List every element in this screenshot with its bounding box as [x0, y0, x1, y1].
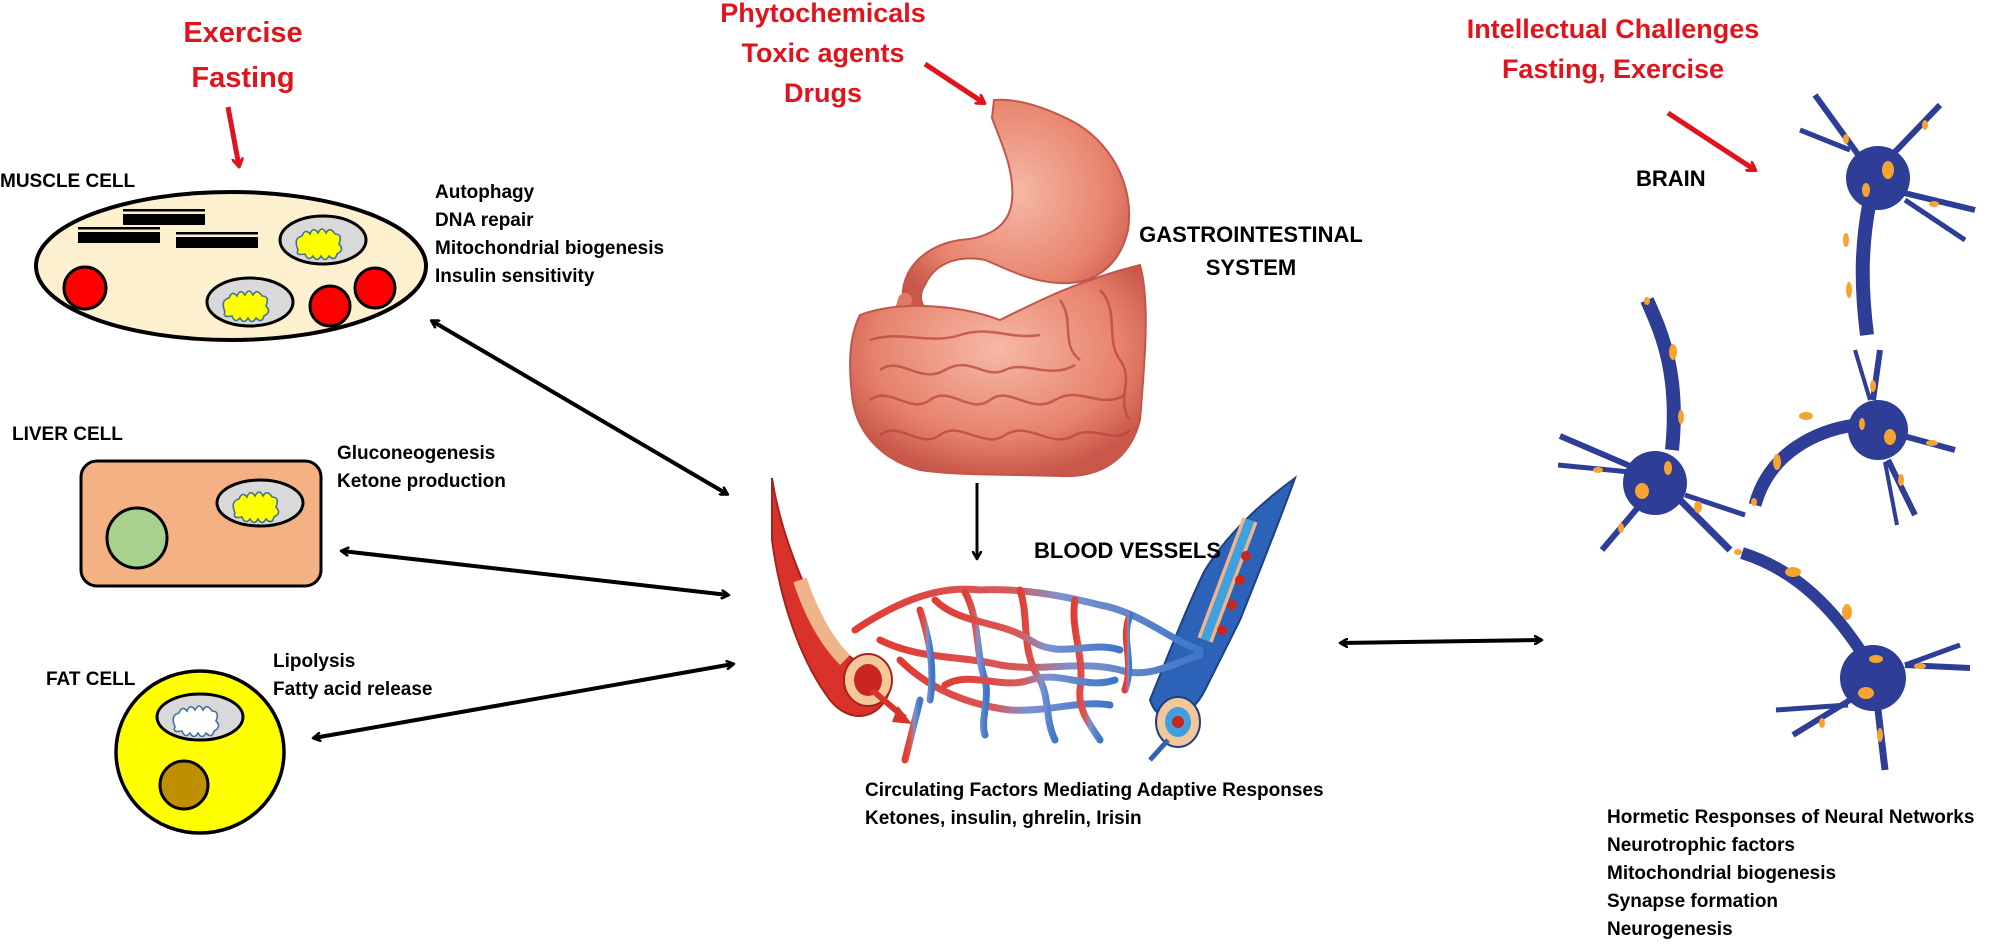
stimulus-arrow-gut: [923, 61, 984, 106]
factor-item: Circulating Factors Mediating Adaptive R…: [865, 780, 1324, 801]
arrow-blood-brain: [1341, 640, 1541, 643]
stimulus-arrow-brain: [1666, 110, 1755, 173]
muscle-cell-title: MUSCLE CELL: [0, 171, 136, 192]
stimulus-label: Exercise: [183, 17, 303, 49]
blood-vessels-illustration: [771, 475, 1298, 764]
response-item: Mitochondrial biogenesis: [435, 238, 665, 259]
liver-cell-title: LIVER CELL: [12, 424, 123, 445]
stimuli-muscle: Exercise Fasting: [183, 13, 302, 98]
myofibril-bars: [78, 209, 258, 248]
response-item: Ketone production: [337, 471, 506, 492]
arrow-fat-blood: [314, 664, 733, 738]
neuron: [1748, 349, 1956, 526]
response-item: Gluconeogenesis: [337, 443, 496, 464]
response-item: Hormetic Responses of Neural Networks: [1607, 807, 1975, 828]
response-item: Fatty acid release: [273, 679, 433, 700]
stimulus-label: Fasting, Exercise: [1501, 54, 1725, 84]
gastrointestinal-illustration: [849, 98, 1147, 478]
mitochondrion: [278, 214, 368, 266]
nucleus: [62, 265, 108, 311]
response-item: Neurogenesis: [1607, 919, 1733, 940]
fat-cell: [114, 669, 286, 835]
intestines: [849, 263, 1147, 478]
brain-responses: Hormetic Responses of Neural Networks Ne…: [1607, 804, 1974, 944]
stimulus-label: Phytochemicals: [720, 0, 926, 28]
nucleus: [353, 266, 397, 310]
blood-vessels-title: BLOOD VESSELS: [1034, 538, 1222, 563]
muscle-cell: [34, 190, 428, 342]
neuron-vesicles: [1593, 120, 1939, 742]
muscle-responses: Autophagy DNA repair Mitochondrial bioge…: [435, 179, 664, 291]
neuron: [1740, 547, 1971, 771]
brain-title: BRAIN: [1636, 166, 1706, 191]
gi-title-line2: SYSTEM: [1205, 255, 1297, 280]
arrow-muscle-blood: [432, 321, 727, 494]
arrow-liver-blood: [342, 551, 728, 595]
stimulus-label: Intellectual Challenges: [1466, 14, 1760, 44]
response-item: Neurotrophic factors: [1607, 835, 1795, 856]
fat-cell-title: FAT CELL: [46, 669, 136, 690]
response-item: Insulin sensitivity: [435, 266, 595, 287]
neural-network-illustration: [1557, 93, 1976, 771]
circulating-factors: Circulating Factors Mediating Adaptive R…: [865, 777, 1324, 833]
stimuli-brain: Intellectual Challenges Fasting, Exercis…: [1467, 9, 1760, 89]
nucleus: [308, 284, 352, 328]
liver-cell: [79, 459, 323, 588]
stimulus-label: Toxic agents: [741, 38, 905, 68]
response-item: DNA repair: [435, 210, 534, 231]
nucleus: [105, 506, 169, 570]
response-item: Lipolysis: [273, 651, 356, 672]
response-item: Synapse formation: [1607, 891, 1779, 912]
mitochondrion: [155, 692, 245, 742]
stimulus-label: Drugs: [783, 78, 862, 108]
liver-responses: Gluconeogenesis Ketone production: [337, 440, 506, 496]
fat-responses: Lipolysis Fatty acid release: [273, 648, 432, 704]
stimulus-label: Fasting: [191, 62, 295, 94]
stomach: [901, 98, 1131, 333]
neuron: [1799, 93, 1976, 336]
response-item: Mitochondrial biogenesis: [1607, 863, 1837, 884]
nucleus: [158, 759, 210, 811]
gi-title-line1: GASTROINTESTINAL: [1139, 222, 1363, 247]
response-item: Autophagy: [435, 182, 535, 203]
stimuli-gut: Phytochemicals Toxic agents Drugs: [720, 0, 926, 113]
mitochondrion: [205, 276, 295, 328]
stimulus-arrow-muscle: [225, 106, 239, 166]
gi-title: GASTROINTESTINAL SYSTEM: [1139, 218, 1363, 284]
neuron: [1557, 297, 1746, 553]
mitochondrion: [215, 478, 305, 528]
factor-item: Ketones, insulin, ghrelin, Irisin: [865, 808, 1142, 829]
